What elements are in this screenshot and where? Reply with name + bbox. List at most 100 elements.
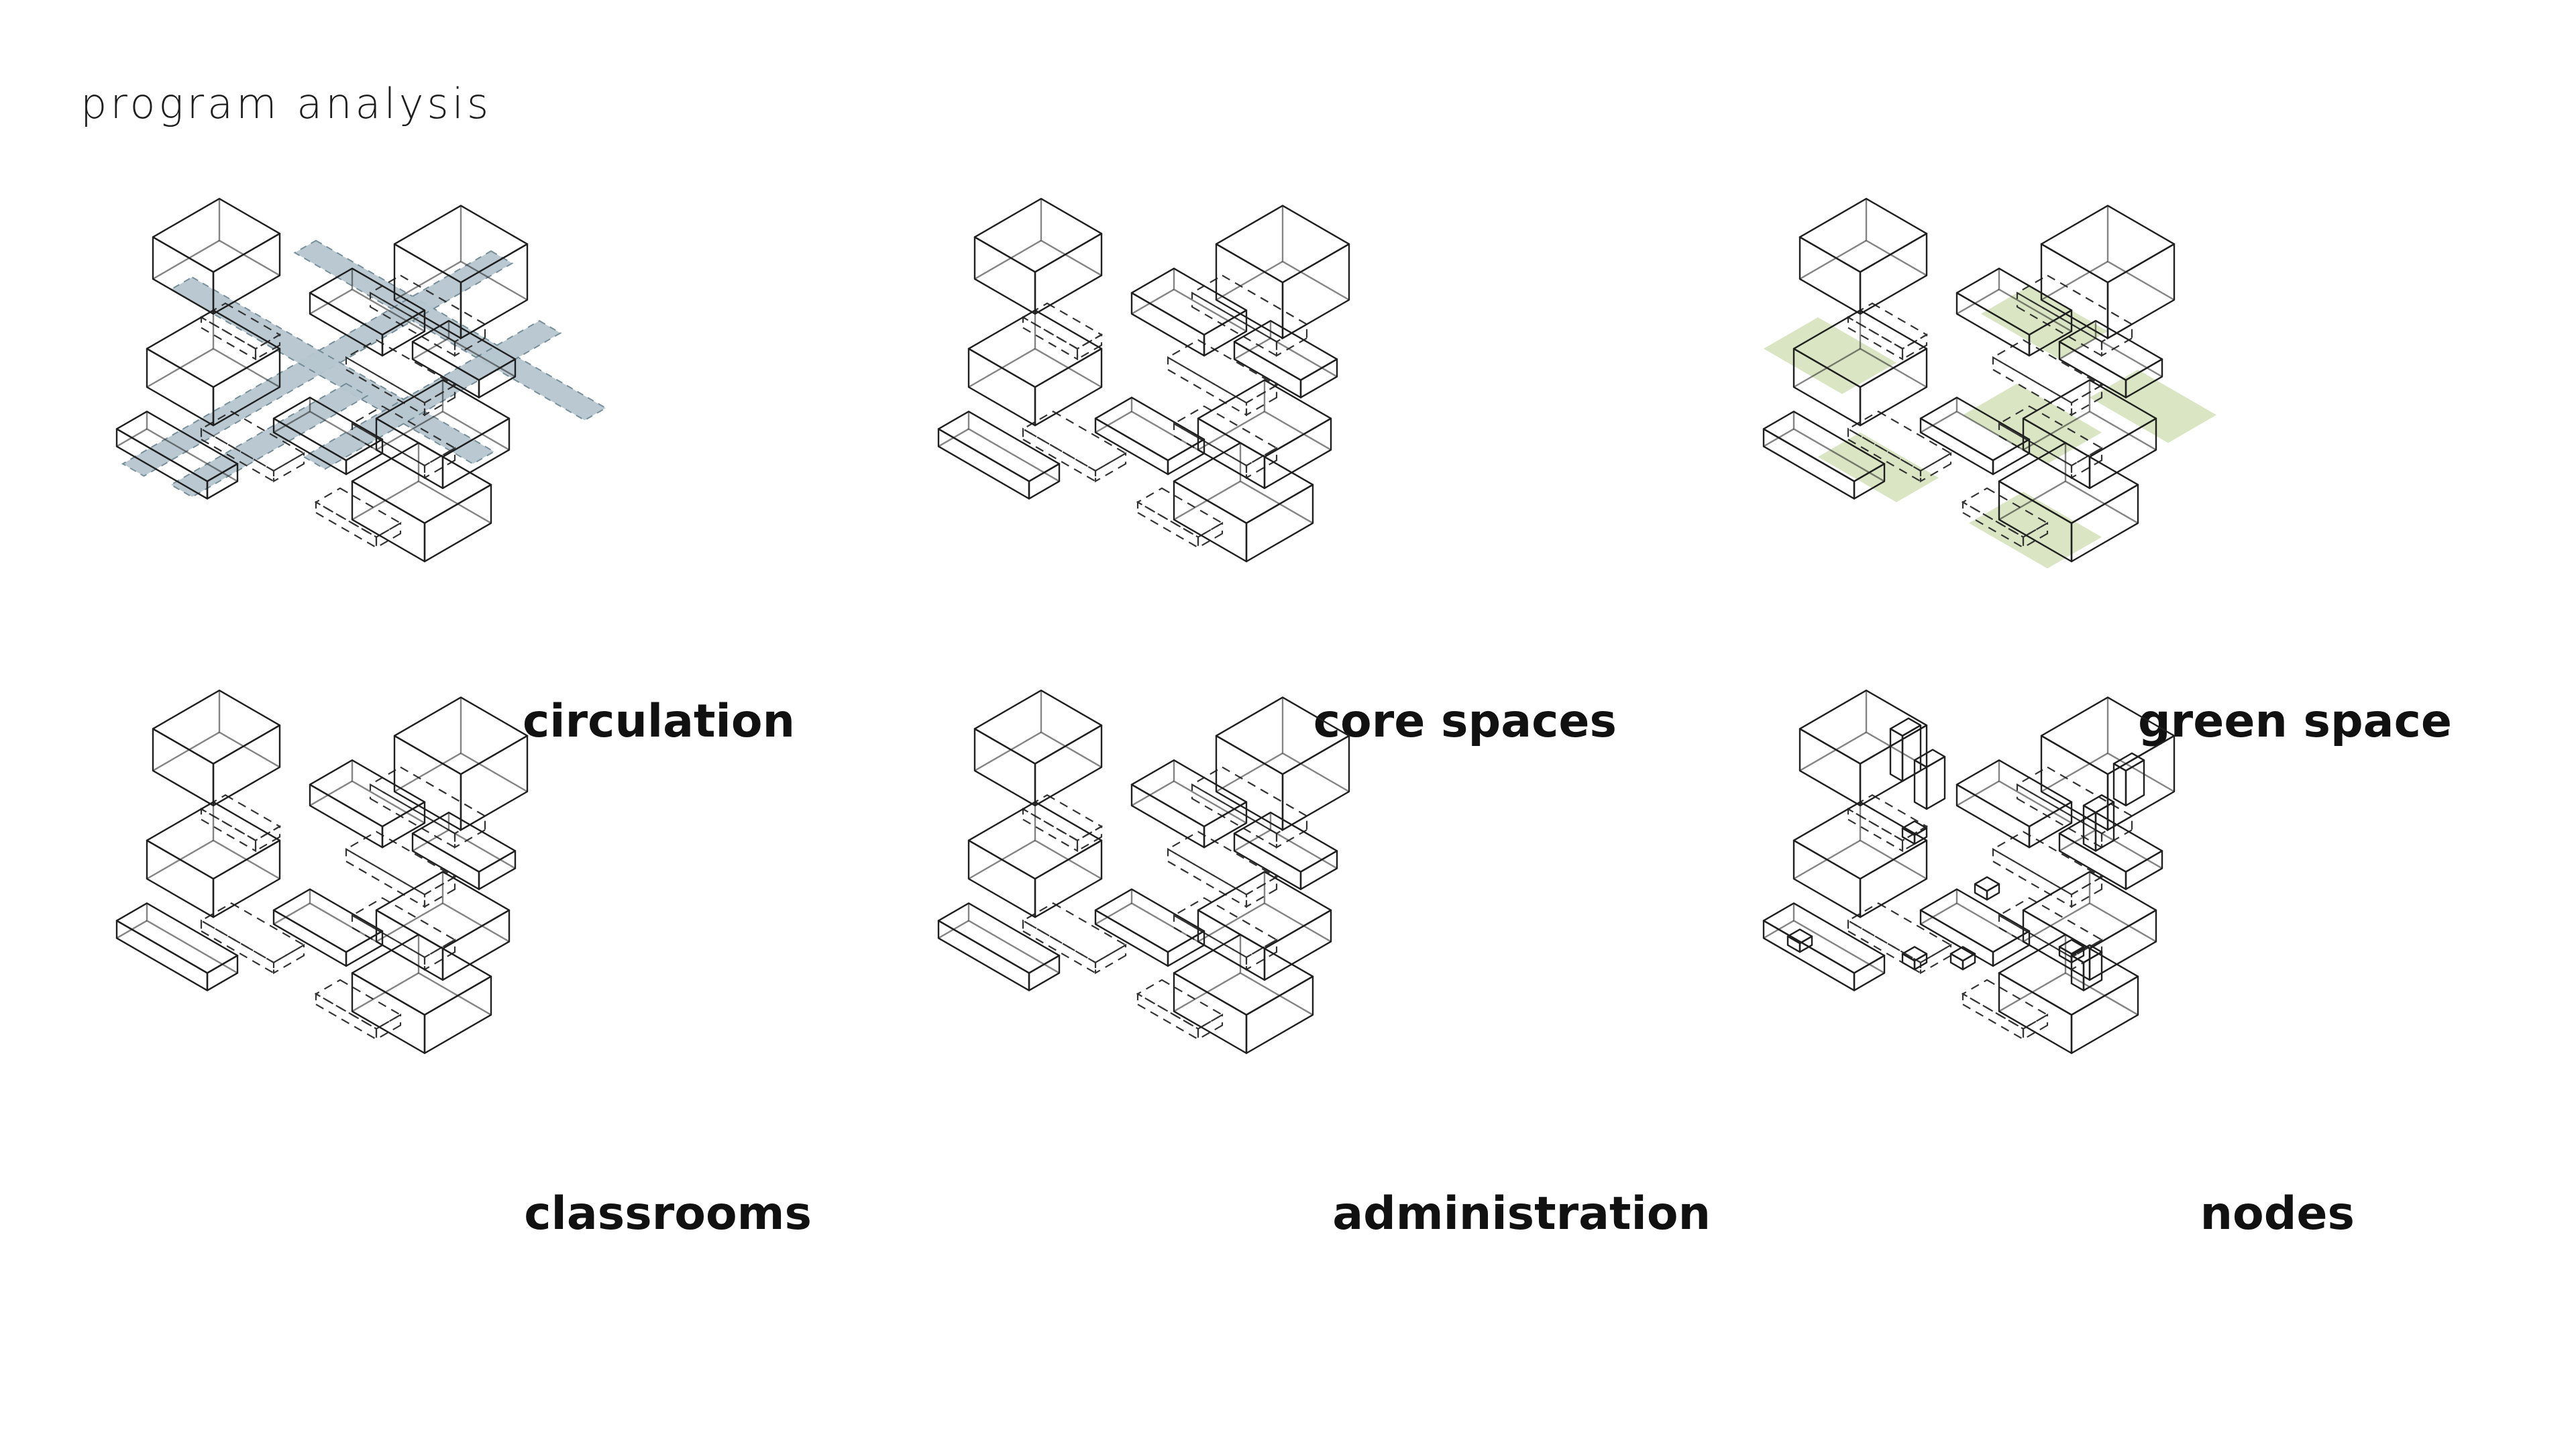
dashed-link-volume (1172, 405, 1279, 480)
dashed-link-volume (1961, 979, 2049, 1041)
dashed-link-volume (1846, 902, 1953, 975)
building-volume (1919, 888, 2031, 967)
building-volume (1130, 759, 1248, 849)
node-element (1949, 946, 1976, 971)
building-volume (411, 320, 517, 398)
panel-label-nodes: nodes (2200, 1187, 2355, 1240)
building-volume (1919, 396, 2031, 476)
building-volume (967, 801, 1103, 918)
green-space-zone (2090, 370, 2216, 443)
highlighted-volume (1094, 396, 1205, 476)
building-volume (146, 309, 281, 427)
building-volume (411, 811, 517, 890)
building-volume (1762, 411, 1886, 500)
building-volume (1998, 933, 2139, 1055)
dashed-link-volume (344, 339, 457, 417)
circulation-path (170, 382, 369, 498)
building-volume (937, 411, 1061, 500)
node-element (2112, 752, 2145, 807)
panel-label-green-space: green space (2138, 695, 2452, 748)
panel-circulation: circulation (115, 198, 795, 748)
building-volume (1130, 268, 1248, 357)
dashed-link-volume (1961, 487, 2049, 549)
node-element (1913, 749, 1946, 810)
dashed-link-volume (368, 766, 487, 849)
building-volume (393, 205, 529, 339)
dashed-link-volume (344, 830, 457, 908)
dashed-link-volume (1846, 411, 1953, 483)
dashed-link-volume (199, 902, 306, 975)
dashed-link-volume (1997, 405, 2104, 480)
dashed-link-volume (1997, 897, 2104, 971)
building-volume (1792, 801, 1928, 918)
dashed-link-volume (1991, 830, 2104, 908)
node-element (1901, 820, 1928, 845)
panel-nodes: nodes (1762, 689, 2355, 1240)
building-volume (1792, 309, 1928, 427)
building-volume (1094, 888, 1205, 967)
building-volume (272, 888, 384, 967)
panel-label-administration: administration (1332, 1187, 1711, 1240)
building-volume (351, 933, 492, 1055)
building-volume (2040, 205, 2176, 339)
building-volume (1173, 442, 1314, 563)
isometric-massing (1762, 689, 2176, 1055)
highlighted-volume (1215, 205, 1350, 339)
panel-core-spaces: core spaces (937, 198, 1617, 748)
node-element (1901, 946, 1928, 971)
highlighted-volume (1233, 811, 1338, 890)
page-title: program analysis (80, 79, 492, 128)
panel-administration: administration (937, 689, 1711, 1240)
node-element (1974, 876, 2000, 901)
building-volume (1233, 320, 1338, 398)
dashed-link-volume (2015, 766, 2134, 849)
building-volume (1215, 696, 1350, 831)
building-volume (2040, 696, 2176, 831)
building-volume (2022, 871, 2157, 981)
building-volume (375, 871, 511, 981)
building-volume (1173, 933, 1314, 1055)
node-element (1786, 928, 1813, 953)
dashed-link-volume (199, 411, 306, 483)
dashed-link-volume (1172, 897, 1279, 971)
building-volume (1799, 689, 1928, 807)
building-volume (937, 902, 1061, 991)
dashed-link-volume (1166, 339, 1279, 417)
dashed-link-volume (1021, 411, 1128, 483)
building-volume (152, 198, 281, 315)
building-volume (1998, 442, 2139, 563)
building-volume (1955, 759, 2073, 849)
isometric-massing (115, 689, 529, 1055)
panel-label-core-spaces: core spaces (1313, 695, 1617, 748)
highlighted-volume (309, 759, 426, 849)
dashed-link-volume (350, 405, 457, 480)
dashed-link-volume (314, 979, 402, 1041)
isometric-massing (937, 198, 1350, 563)
highlighted-volume (152, 689, 281, 807)
dashed-link-volume (1136, 487, 1224, 549)
dashed-link-volume (1136, 979, 1224, 1041)
building-volume (2058, 320, 2163, 398)
dashed-link-volume (1190, 274, 1309, 358)
building-volume (309, 268, 426, 357)
dashed-link-volume (1021, 902, 1128, 975)
isometric-massing (937, 689, 1350, 1055)
panel-green-space: green space (1762, 198, 2452, 748)
dashed-link-volume (1166, 830, 1279, 908)
node-element (2070, 944, 2103, 991)
panel-label-circulation: circulation (523, 695, 795, 748)
isometric-massing (1762, 198, 2216, 569)
node-element (2058, 938, 2085, 964)
node-element (2082, 794, 2115, 852)
building-volume (973, 198, 1103, 315)
building-volume (146, 801, 281, 918)
building-volume (2058, 811, 2163, 890)
building-volume (1762, 902, 1886, 991)
highlighted-volume (1197, 379, 1332, 489)
highlighted-volume (393, 696, 529, 831)
highlighted-volume (115, 902, 239, 991)
building-volume (351, 442, 492, 563)
building-volume (973, 689, 1103, 807)
panel-label-classrooms: classrooms (524, 1187, 812, 1240)
